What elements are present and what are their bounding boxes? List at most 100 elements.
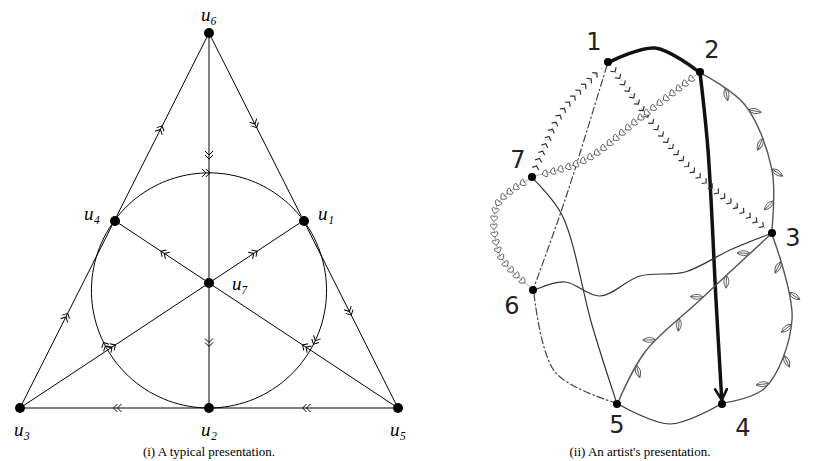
chevron-mark xyxy=(560,106,567,113)
direction-mark xyxy=(100,341,111,352)
connector xyxy=(118,173,301,217)
chevron-mark xyxy=(565,100,572,107)
chevron-mark xyxy=(684,162,691,169)
connector xyxy=(214,225,327,408)
chevron-mark xyxy=(668,144,675,151)
chevron-mark xyxy=(610,67,617,73)
heart-link xyxy=(518,179,526,188)
chevron-mark xyxy=(678,156,685,163)
heart-link xyxy=(490,224,497,230)
leaf xyxy=(780,322,793,334)
chevron-mark xyxy=(548,128,556,134)
connector xyxy=(621,405,719,424)
point-dot: 2 xyxy=(696,68,704,76)
chevron-mark xyxy=(720,193,727,200)
leaf xyxy=(763,199,776,212)
heart-link xyxy=(586,153,594,162)
chevron-mark xyxy=(532,165,540,170)
point-label: u₇ xyxy=(232,273,248,295)
direction-mark xyxy=(248,248,259,259)
point-label: u₅ xyxy=(390,419,406,441)
point-dot: 5 xyxy=(613,400,621,408)
direction-mark xyxy=(159,248,170,259)
chevron-mark xyxy=(545,135,553,141)
connector xyxy=(534,180,615,400)
chevron-mark xyxy=(615,74,622,80)
leaf xyxy=(755,137,765,151)
point-dot: 7 xyxy=(528,173,536,181)
connector xyxy=(213,223,299,280)
leaf xyxy=(690,294,703,299)
heart-link xyxy=(557,165,564,173)
heart-link xyxy=(519,277,527,286)
leaf xyxy=(724,275,729,288)
heart-link xyxy=(630,119,638,128)
heart-link xyxy=(492,239,500,246)
chevron-mark xyxy=(581,82,588,89)
heart-link xyxy=(490,216,497,222)
chevron-mark xyxy=(663,138,670,145)
chevron-mark xyxy=(653,125,660,132)
chevron-mark xyxy=(673,150,680,157)
heart-link xyxy=(541,170,548,178)
heart-link xyxy=(505,188,513,197)
point-label: 3 xyxy=(785,226,800,250)
leaf xyxy=(643,337,656,342)
point-dot: 6 xyxy=(529,286,537,294)
connector xyxy=(610,65,768,230)
heart-link xyxy=(668,89,676,98)
heart-link xyxy=(617,129,625,138)
chevron-mark xyxy=(634,100,641,107)
point-dot: 3 xyxy=(768,229,776,237)
point-dot: u₂ xyxy=(204,403,214,413)
heart-link xyxy=(592,149,600,158)
connector xyxy=(703,74,774,229)
leaf xyxy=(634,365,642,379)
point-dot: u₁ xyxy=(299,216,309,226)
heart-link xyxy=(611,134,619,143)
chevron-mark xyxy=(575,88,582,95)
connector-group xyxy=(22,37,792,424)
direction-mark xyxy=(114,404,122,412)
point-dot: u₇ xyxy=(204,278,214,288)
direction-mark xyxy=(61,312,72,323)
heart-link xyxy=(513,271,521,280)
direction-mark xyxy=(300,342,311,353)
connector xyxy=(536,74,697,175)
chevron-mark xyxy=(587,76,594,83)
heart-link xyxy=(680,79,688,88)
direction-mark xyxy=(250,119,261,130)
point-label: 7 xyxy=(510,148,525,172)
heart-link xyxy=(674,84,682,93)
connector xyxy=(726,237,792,403)
leaf xyxy=(748,107,762,114)
sub-caption: (ii) An artist's presentation. xyxy=(570,445,711,460)
direction-mark xyxy=(310,335,321,346)
chevron-mark xyxy=(648,119,655,126)
chevron-mark xyxy=(570,94,577,101)
point-dot: 1 xyxy=(604,58,612,66)
heart-link xyxy=(655,99,663,108)
heart-link xyxy=(572,160,579,168)
chevron-mark xyxy=(714,188,721,195)
point-dot: u₅ xyxy=(393,403,403,413)
heart-link xyxy=(687,75,695,84)
heart-link xyxy=(579,157,587,165)
leaf xyxy=(773,260,784,274)
connector xyxy=(119,223,205,280)
chevron-mark xyxy=(624,87,631,94)
chevron-mark xyxy=(629,93,636,100)
chevron-mark xyxy=(538,150,546,155)
chevron-mark xyxy=(696,173,703,180)
connector xyxy=(534,66,606,286)
direction-mark xyxy=(344,306,355,317)
chevron-mark xyxy=(727,198,734,205)
leaf xyxy=(676,318,682,331)
chevron-mark xyxy=(690,168,697,175)
connector xyxy=(537,235,768,297)
point-label: 6 xyxy=(504,294,519,318)
chevron-mark xyxy=(733,203,740,210)
point-label: u₂ xyxy=(201,419,217,441)
leaf xyxy=(782,354,792,368)
